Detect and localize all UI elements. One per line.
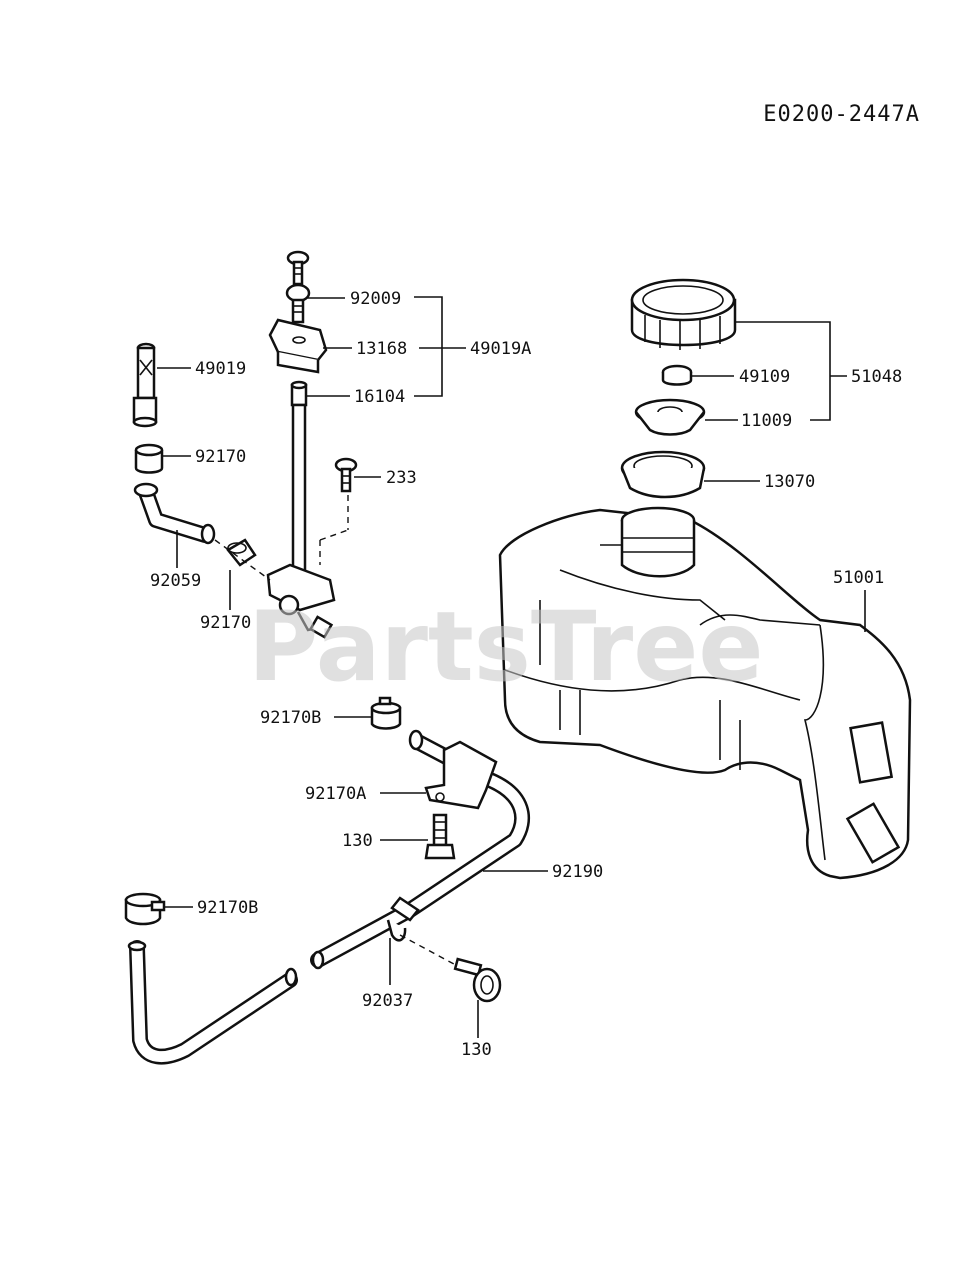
callout-11009: 11009 (741, 411, 792, 431)
callout-49019: 49019 (195, 359, 246, 379)
hose-92059-drawing (133, 482, 216, 545)
callout-92170B-top: 92170B (260, 708, 321, 728)
callout-49109: 49109 (739, 367, 790, 387)
fuel-pipe-92190-drawing (310, 729, 530, 971)
fuel-filter-drawing (132, 342, 158, 428)
callout-13168: 13168 (356, 339, 407, 359)
watermark: PartsTree (248, 591, 763, 703)
callout-92170A: 92170A (305, 784, 366, 804)
callout-130-top: 130 (342, 831, 373, 851)
callout-13070: 13070 (764, 472, 815, 492)
callout-92037: 92037 (362, 991, 413, 1011)
clamp-92170-top-drawing (134, 443, 164, 474)
callout-233: 233 (386, 468, 417, 488)
callout-51048: 51048 (851, 367, 902, 387)
bolt-130-top-drawing (424, 813, 456, 860)
screw-233-drawing (334, 457, 358, 493)
callout-49019A: 49019A (470, 339, 531, 359)
diagram-code: E0200-2447A (763, 102, 920, 127)
screw-92009-drawing (286, 250, 310, 286)
callout-92170-mid: 92170 (200, 613, 251, 633)
callout-51001: 51001 (833, 568, 884, 588)
callout-92009: 92009 (350, 289, 401, 309)
tank-cap-drawing (620, 278, 737, 499)
bolt-130-bottom-drawing (453, 957, 502, 1003)
callout-92190: 92190 (552, 862, 603, 882)
callout-labels: 92009 13168 49019A 16104 49019 92170 233… (150, 289, 902, 1060)
callout-16104: 16104 (354, 387, 405, 407)
callout-92059: 92059 (150, 571, 201, 591)
leader-lines (157, 296, 866, 1038)
clamp-92170B-top-drawing (370, 696, 402, 730)
lower-hose-drawing (124, 892, 298, 1065)
callout-130-bottom: 130 (461, 1040, 492, 1060)
fuel-tank-drawing (498, 506, 912, 880)
callout-92170-top: 92170 (195, 447, 246, 467)
callout-92170B-bottom: 92170B (197, 898, 258, 918)
clamp-92170-mid-drawing (214, 538, 271, 581)
fuel-cock-drawing (266, 283, 349, 639)
